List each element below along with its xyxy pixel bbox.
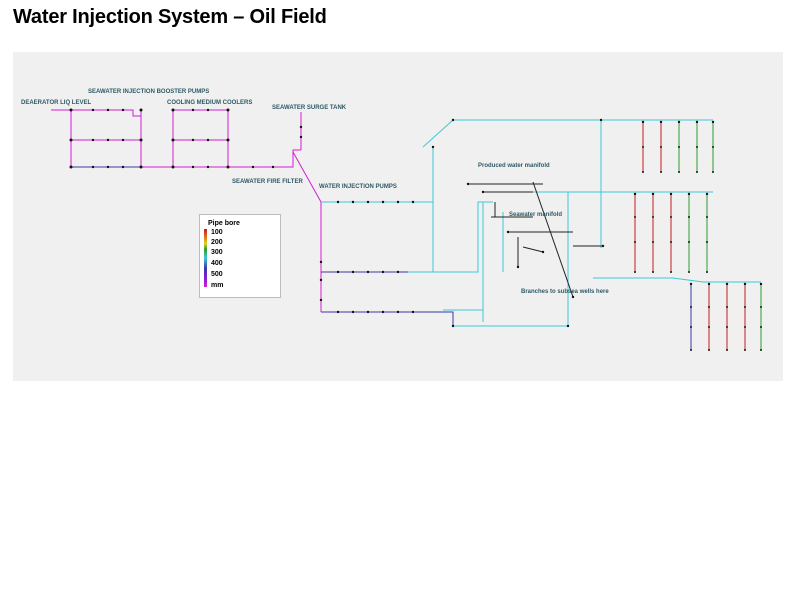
- page-title: Water Injection System – Oil Field: [13, 6, 327, 28]
- label-injection-pumps: WATER INJECTION PUMPS: [319, 184, 397, 190]
- manifold-piping: [468, 181, 603, 298]
- label-surge-tank: SEAWATER SURGE TANK: [272, 105, 347, 111]
- label-deaerator: DEAERATOR LIQ LEVEL: [21, 100, 91, 106]
- legend-entry-200: 200: [211, 239, 223, 246]
- label-seawater-manifold: Seawater manifold: [509, 212, 562, 218]
- pipe-bore-legend: Pipe bore 100 200 300 400 500 mm: [199, 214, 281, 298]
- label-branches: Branches to subsea wells here: [521, 289, 609, 295]
- valve-markers: [69, 108, 763, 351]
- legend-entry-400: 400: [211, 260, 223, 267]
- well-branches-top: [634, 122, 762, 350]
- legend-color-bar: [204, 229, 207, 287]
- label-fire-filter: SEAWATER FIRE FILTER: [232, 179, 303, 185]
- pipe-network-svg: DEAERATOR LIQ LEVEL SEAWATER INJECTION B…: [21, 89, 763, 351]
- label-coolers: COOLING MEDIUM COOLERS: [167, 100, 252, 106]
- label-booster-pumps: SEAWATER INJECTION BOOSTER PUMPS: [88, 89, 209, 95]
- legend-unit: mm: [211, 282, 224, 289]
- label-produced-manifold: Produced water manifold: [478, 163, 550, 169]
- pipe-network-diagram: DEAERATOR LIQ LEVEL SEAWATER INJECTION B…: [13, 52, 783, 381]
- legend-entry-500: 500: [211, 271, 223, 278]
- main-300mm-piping: [321, 119, 761, 327]
- legend-title: Pipe bore: [208, 220, 240, 227]
- legend-entry-100: 100: [211, 229, 223, 236]
- legend-entry-300: 300: [211, 249, 223, 256]
